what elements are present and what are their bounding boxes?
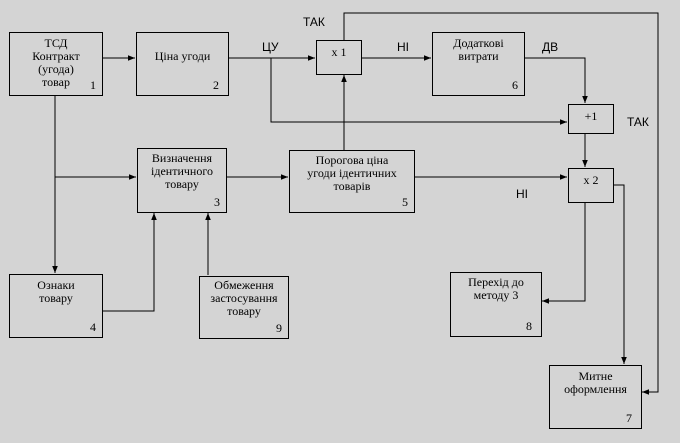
box-7-customs: Митне оформлення 7 — [549, 365, 642, 429]
box-1-number: 1 — [90, 78, 96, 92]
box-6-extra-costs: Додаткові витрати 6 — [432, 32, 525, 96]
box-3-number: 3 — [214, 195, 220, 209]
arrow-6-to-p1 — [525, 57, 588, 103]
box-9-text: Обмеження застосування товару — [210, 278, 278, 318]
box-1-text: ТСД Контракт (угода) товар — [32, 36, 80, 89]
box-6-number: 6 — [512, 78, 518, 92]
decision-x2: x 2 — [568, 168, 614, 203]
box-4-number: 4 — [90, 320, 96, 334]
box-5-threshold: Порогова ціна угоди ідентичних товарів 5 — [289, 150, 415, 213]
box-6-text: Додаткові витрати — [453, 36, 504, 63]
box-9-restrictions: Обмеження застосування товару 9 — [199, 276, 289, 339]
box-8-method3: Перехід до методу 3 8 — [450, 272, 542, 337]
label-dv: ДВ — [542, 40, 559, 54]
decision-x1-text: x 1 — [331, 45, 347, 59]
box-7-text: Митне оформлення — [564, 369, 627, 396]
arrow-x2-to-8 — [542, 203, 586, 304]
decision-x2-text: x 2 — [583, 173, 599, 187]
label-ni-2: НІ — [516, 187, 528, 201]
label-tak-right: ТАК — [627, 115, 649, 129]
box-9-number: 9 — [276, 321, 282, 335]
arrow-tsu-to-p1 — [270, 58, 567, 125]
box-8-text: Перехід до методу 3 — [468, 275, 524, 302]
label-tsu: ЦУ — [262, 40, 279, 54]
box-2-text: Ціна угоди — [154, 49, 211, 63]
decision-p1-text: +1 — [584, 109, 598, 123]
arrow-x2-to-7 — [614, 184, 627, 364]
box-3-text: Визначення ідентичного товару — [151, 151, 213, 191]
arrow-4-to-3 — [102, 213, 157, 312]
label-tak-top: ТАК — [303, 15, 325, 29]
box-4-features: Ознаки товару 4 — [9, 274, 103, 338]
box-2-price: Ціна угоди 2 — [136, 32, 229, 96]
decision-p1: +1 — [568, 104, 614, 134]
box-4-text: Ознаки товару — [37, 278, 75, 305]
decision-x1: x 1 — [316, 40, 362, 75]
box-5-text: Порогова ціна угоди ідентичних товарів — [307, 153, 397, 193]
box-2-number: 2 — [213, 78, 219, 92]
box-3-identify: Визначення ідентичного товару 3 — [137, 148, 227, 213]
box-5-number: 5 — [402, 195, 408, 209]
box-8-number: 8 — [526, 319, 532, 333]
box-1-contract: ТСД Контракт (угода) товар 1 — [9, 32, 103, 96]
label-ni-1: НІ — [397, 40, 409, 54]
arrow-x1-to-7 — [343, 12, 659, 395]
box-7-number: 7 — [626, 411, 632, 425]
